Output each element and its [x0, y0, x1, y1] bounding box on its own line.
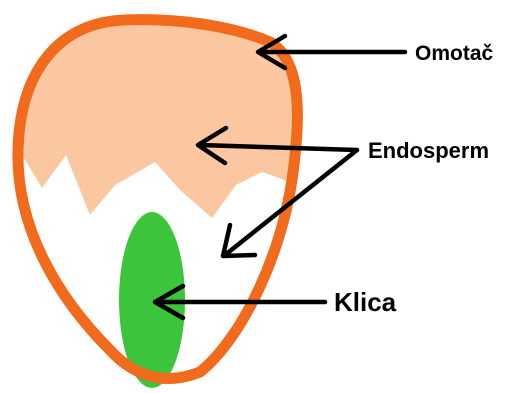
endosperm-label: Endosperm — [368, 138, 489, 163]
coat-label: Omotač — [415, 42, 494, 65]
embryo-label: Klica — [334, 287, 397, 317]
